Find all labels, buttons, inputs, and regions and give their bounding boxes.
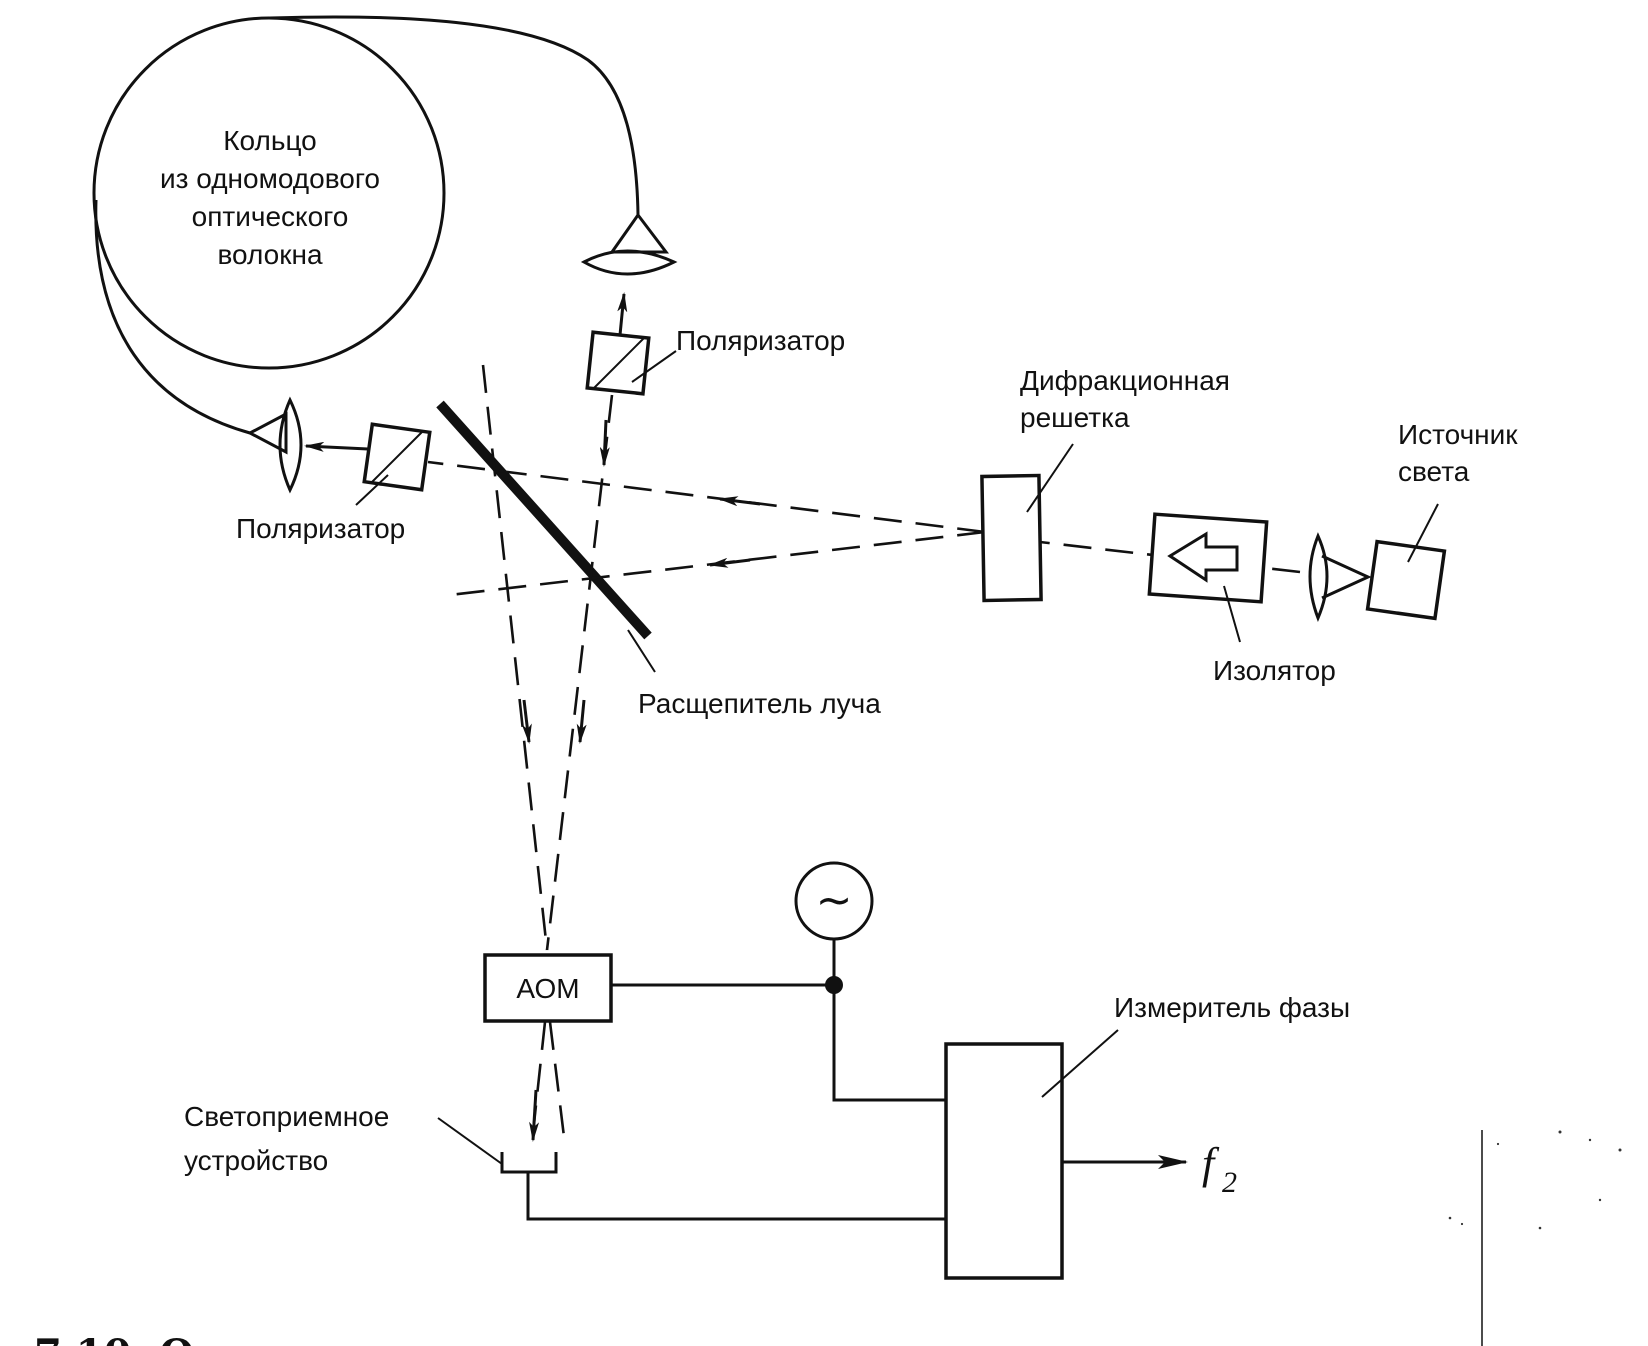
light-source-leader	[1407, 503, 1439, 563]
phase-meter-leader	[1041, 1029, 1119, 1098]
wire-detector-to-phase-meter	[526, 1172, 946, 1221]
scan-speckles	[1448, 1130, 1622, 1230]
top-lens-body	[580, 249, 678, 276]
source-lens-body	[1308, 532, 1329, 623]
output-f-label: f	[1202, 1139, 1220, 1188]
grating-box	[980, 473, 1043, 603]
photodetector-label-line1: Светоприемное	[184, 1101, 389, 1132]
fiber-ring-circle	[92, 16, 446, 370]
phase-meter-label: Измеритель фазы	[1114, 992, 1350, 1023]
polarizer-top-label: Поляризатор	[676, 325, 845, 356]
light-source-label-line2: света	[1398, 456, 1470, 487]
beam-right-vertical-arrow2	[576, 699, 587, 744]
ring-label-line4: волокна	[217, 239, 322, 270]
polarizer-left-leader	[355, 474, 389, 506]
arrow-to-left-lens	[304, 441, 369, 452]
photodetector-cup	[500, 1152, 558, 1174]
beam-upper-arrow	[718, 496, 761, 507]
grating-label-line2: решетка	[1020, 402, 1130, 433]
beam-splitter	[436, 400, 652, 640]
generator-symbol: ~	[816, 875, 853, 926]
isolator-label: Изолятор	[1213, 655, 1336, 686]
isolator-leader	[1223, 585, 1241, 643]
top-lens-cone	[609, 212, 670, 254]
top-coupling-lens	[580, 212, 678, 276]
ring-label-line2: из одномодового	[160, 163, 380, 194]
arrow-to-top-lens	[617, 292, 628, 336]
phase-meter: Измеритель фазы f 2	[944, 992, 1350, 1280]
rf-generator: ~	[794, 861, 874, 994]
photodetector-leader	[437, 1117, 503, 1165]
aom: АОМ	[483, 953, 613, 1023]
wire-junction-to-phase-meter	[832, 985, 946, 1102]
beam-aom-out-arrow	[529, 1089, 540, 1142]
wiring	[526, 983, 946, 1221]
beam-right-vertical-arrow	[599, 419, 610, 467]
diffraction-grating: Дифракционная решетка	[980, 365, 1230, 603]
left-coupling-lens	[246, 396, 303, 494]
polarizer-top-leader	[631, 350, 677, 383]
aom-box	[483, 953, 613, 1023]
beam-splitter-label: Расщепитель луча	[638, 688, 881, 719]
fiber-lead-left	[94, 199, 251, 435]
grating-leader	[1026, 443, 1074, 513]
light-source-box	[1365, 539, 1447, 621]
photodetector-label-line2: устройство	[184, 1145, 328, 1176]
photodetector: Светоприемное устройство	[184, 1101, 558, 1176]
figure-caption: 7.10. Оптическая схема волоконного гирос…	[34, 1331, 1648, 1346]
polarizer-left: Поляризатор	[236, 422, 432, 544]
beam-right-vertical	[545, 394, 614, 951]
aom-label: АОМ	[516, 973, 579, 1004]
fiber-ring: Кольцо из одномодового оптического волок…	[92, 15, 640, 435]
beam-left-vertical-arrow	[521, 699, 532, 744]
light-source: Источник света	[1365, 419, 1518, 621]
polarizer-left-label: Поляризатор	[236, 513, 405, 544]
beam-left-vertical	[481, 364, 549, 951]
isolator-box	[1147, 512, 1269, 604]
source-lens-cone	[1321, 554, 1372, 600]
light-source-label-line1: Источник	[1398, 419, 1518, 450]
isolator-arrow-icon	[1167, 531, 1239, 583]
beam-lower-arrow	[708, 557, 751, 568]
grating-label-line1: Дифракционная	[1020, 365, 1230, 396]
output-subscript-label: 2	[1222, 1166, 1237, 1199]
left-lens-body	[278, 396, 303, 494]
polarizer-left-diagonal	[371, 431, 423, 483]
isolator: Изолятор	[1147, 512, 1336, 686]
polarizer-top: Поляризатор	[585, 325, 845, 396]
ring-label-line1: Кольцо	[223, 125, 317, 156]
source-lens	[1308, 532, 1372, 623]
phase-meter-box	[944, 1042, 1064, 1280]
beam-aom-out-right	[548, 1021, 567, 1146]
beam-paths	[427, 364, 1301, 1146]
polarizer-top-diagonal	[593, 337, 645, 389]
left-lens-cone	[246, 411, 288, 455]
beam-upper	[427, 460, 986, 534]
fiber-lead-top	[269, 15, 640, 216]
ring-label-line3: оптического	[192, 201, 349, 232]
beam-splitter-leader	[627, 629, 656, 673]
